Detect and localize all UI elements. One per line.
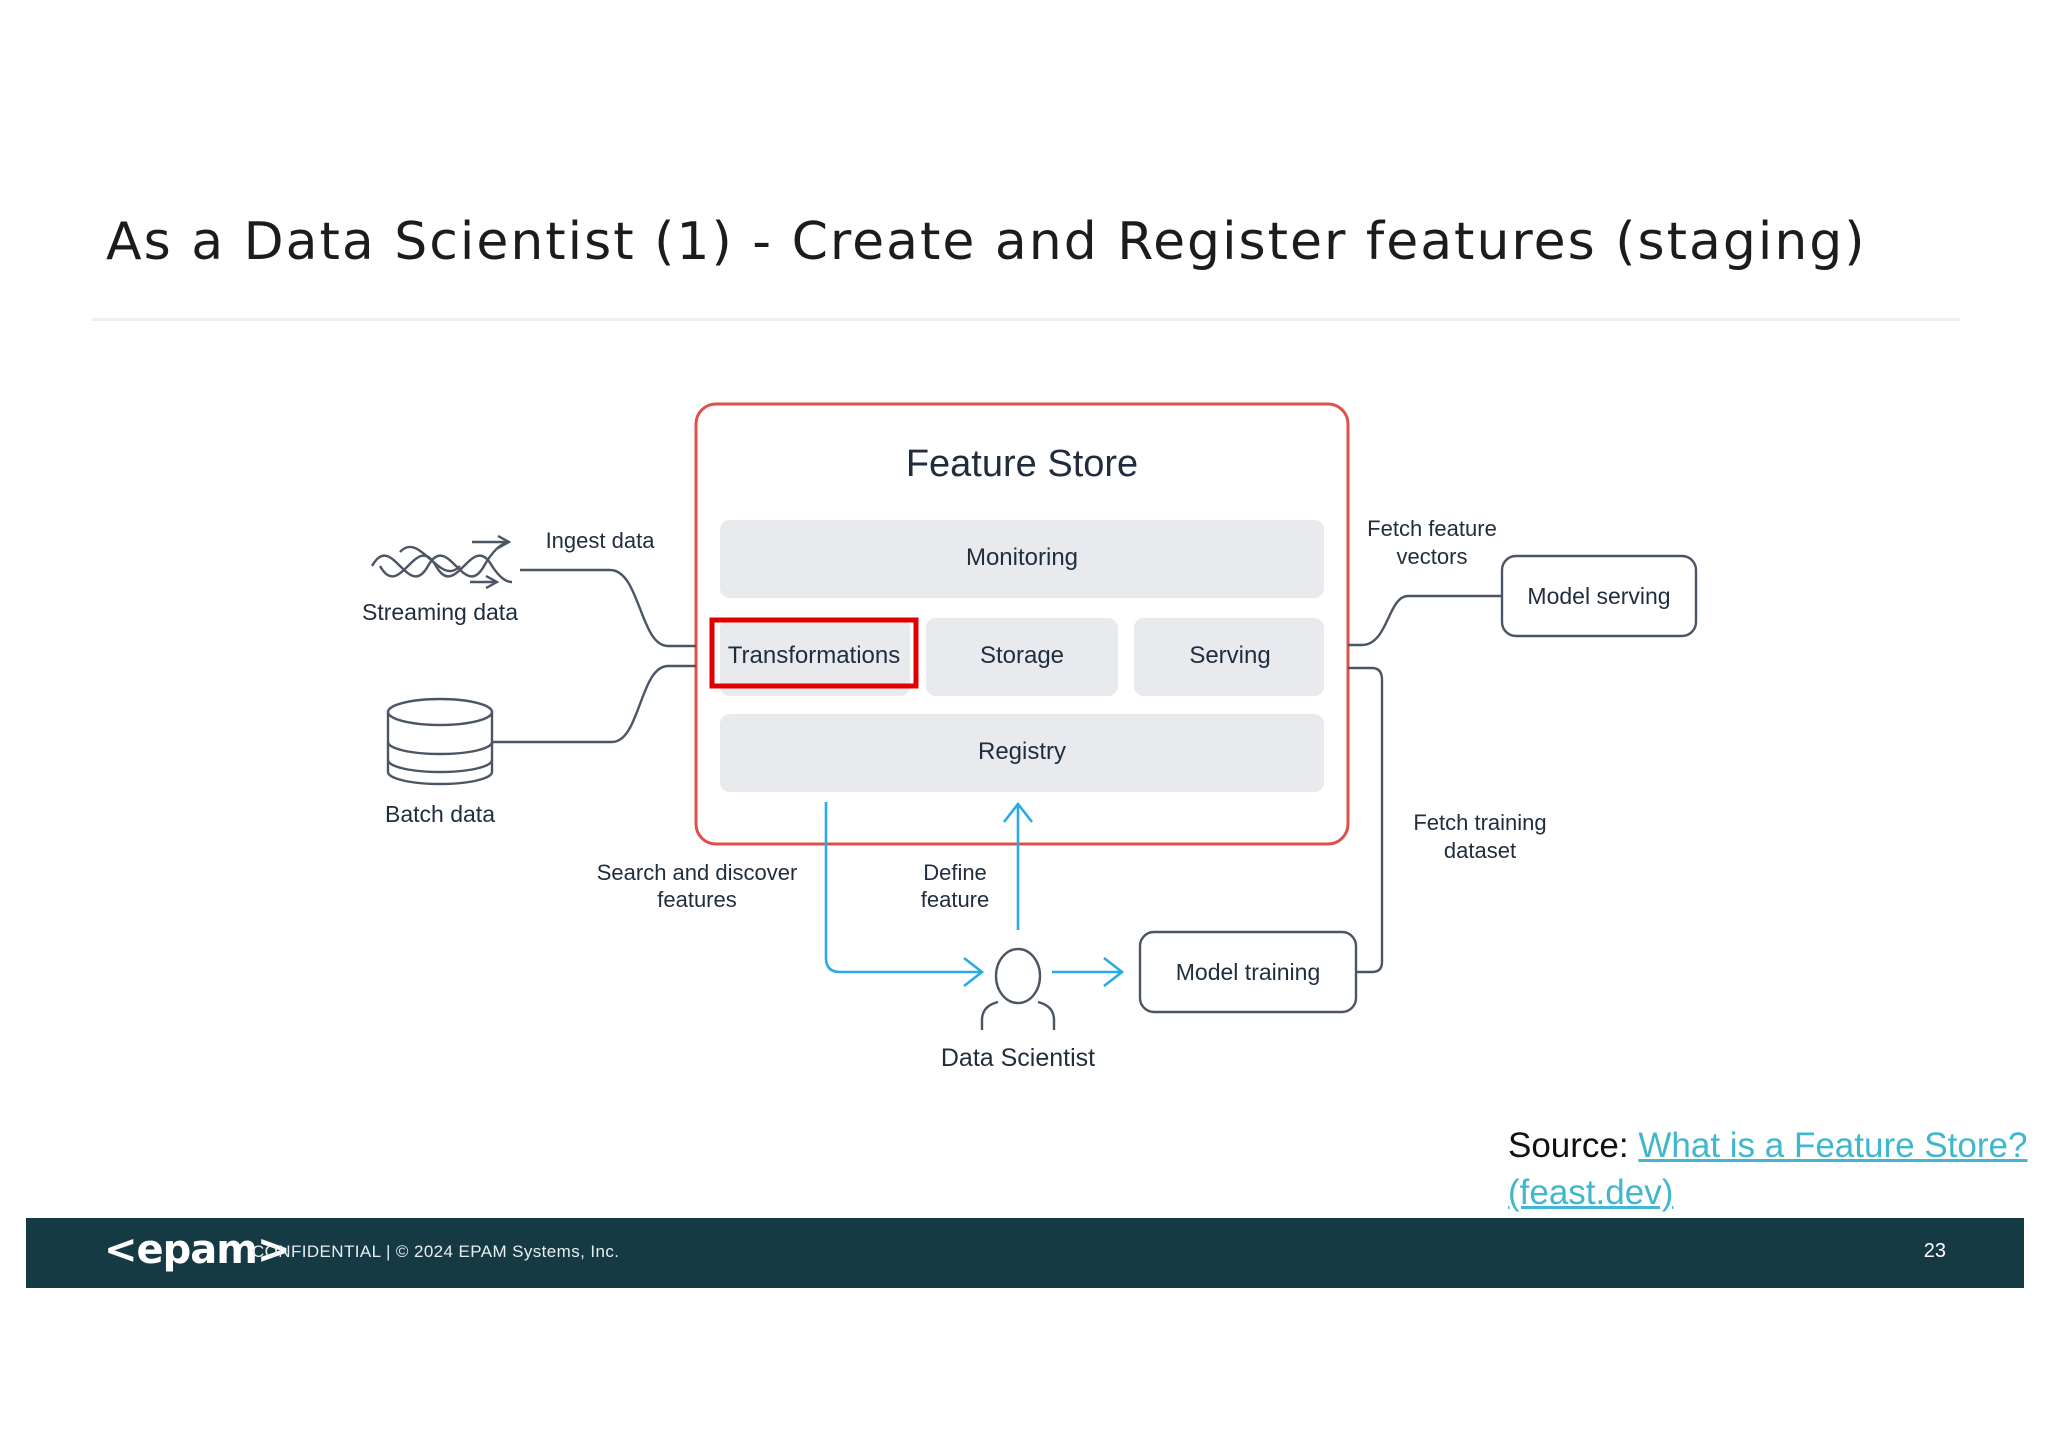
serving-box <box>1134 618 1324 696</box>
define-feature-label-1: Define <box>923 860 987 885</box>
streaming-data-icon <box>370 542 513 582</box>
model-training-label: Model training <box>1176 959 1320 985</box>
title-divider <box>92 318 1960 321</box>
transformations-box <box>720 618 910 696</box>
feature-store-title: Feature Store <box>906 443 1138 485</box>
footer-confidential: CONFIDENTIAL | © 2024 EPAM Systems, Inc. <box>252 1242 620 1261</box>
define-feature-label-2: feature <box>921 887 990 912</box>
transformations-label: Transformations <box>728 642 901 669</box>
define-feature-arrow <box>1002 801 1034 930</box>
search-discover-label-2: features <box>657 887 737 912</box>
transformations-highlight <box>709 617 919 689</box>
data-scientist-label: Data Scientist <box>941 1044 1095 1072</box>
fetch-training-label-1: Fetch training <box>1413 810 1546 835</box>
streaming-data-label: Streaming data <box>362 599 518 625</box>
fetch-vectors-label-2: vectors <box>1397 544 1468 569</box>
ingest-streaming-connector <box>520 568 696 648</box>
monitoring-box <box>720 520 1324 598</box>
search-discover-label-1: Search and discover <box>597 860 798 885</box>
page-number: 23 <box>1923 1240 1946 1262</box>
storage-label: Storage <box>980 642 1064 669</box>
ingest-batch-connector <box>492 664 696 744</box>
fetch-training-connector <box>1348 666 1384 974</box>
serving-label: Serving <box>1189 642 1270 669</box>
batch-data-label: Batch data <box>385 801 495 827</box>
registry-box <box>720 714 1324 792</box>
epam-logo: <epam> <box>104 1227 290 1273</box>
fetch-vectors-label-1: Fetch feature <box>1367 516 1497 541</box>
source-link[interactable]: What is a Feature Store?(feast.dev) <box>1508 1126 2028 1212</box>
fetch-training-label-2: dataset <box>1444 838 1516 863</box>
slide-footer: <epam> CONFIDENTIAL | © 2024 EPAM System… <box>26 1218 2024 1288</box>
ingest-data-label: Ingest data <box>546 528 656 553</box>
source-label: Source: <box>1508 1126 1639 1165</box>
search-discover-arrow <box>824 802 985 988</box>
monitoring-label: Monitoring <box>966 544 1078 571</box>
slide-title: As a Data Scientist (1) - Create and Reg… <box>106 212 1867 272</box>
data-scientist-icon <box>980 947 1056 1030</box>
fetch-vectors-connector <box>1348 594 1502 647</box>
registry-label: Registry <box>978 738 1066 765</box>
train-model-arrow <box>1052 956 1125 988</box>
batch-data-icon <box>386 697 494 786</box>
source-citation: Source: What is a Feature Store?(feast.d… <box>1508 1122 2028 1216</box>
model-serving-label: Model serving <box>1527 583 1670 609</box>
storage-box <box>926 618 1118 696</box>
